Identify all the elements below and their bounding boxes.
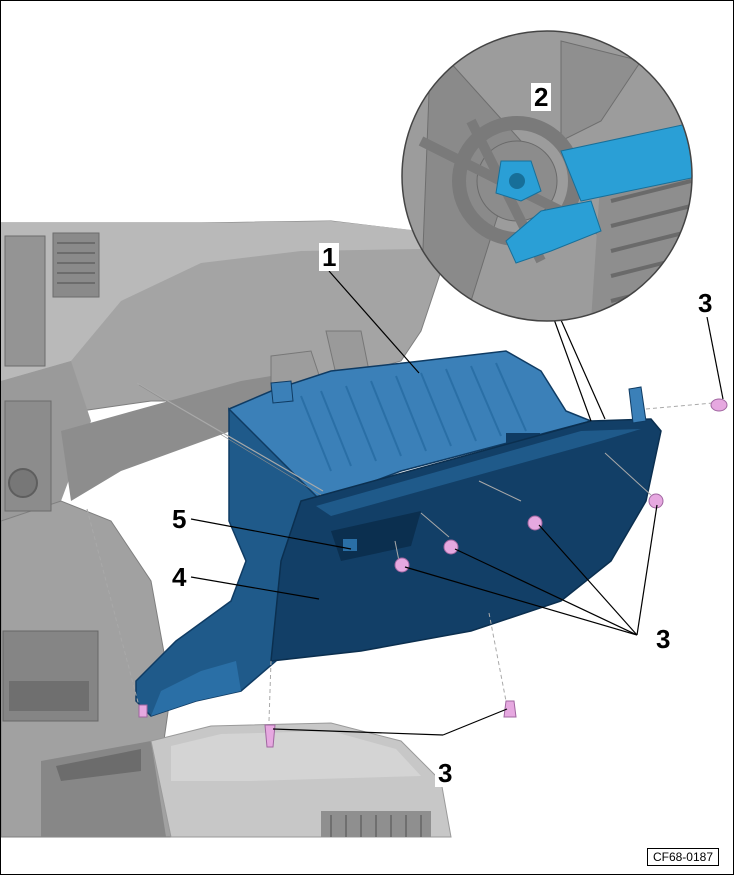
callout-4: 4	[169, 563, 190, 591]
callout-3-front: 3	[653, 625, 674, 653]
reference-code: CF68-0187	[646, 848, 719, 866]
callout-3-bottom: 3	[435, 759, 456, 787]
callout-3-right: 3	[695, 289, 716, 317]
dashboard	[1, 220, 452, 838]
callout-1: 1	[319, 243, 340, 271]
callout-2: 2	[531, 83, 552, 111]
leader-lines	[190, 96, 724, 736]
clips	[138, 398, 728, 748]
glove-box	[86, 350, 714, 722]
detail-inset	[401, 30, 693, 322]
callout-5: 5	[169, 505, 190, 533]
